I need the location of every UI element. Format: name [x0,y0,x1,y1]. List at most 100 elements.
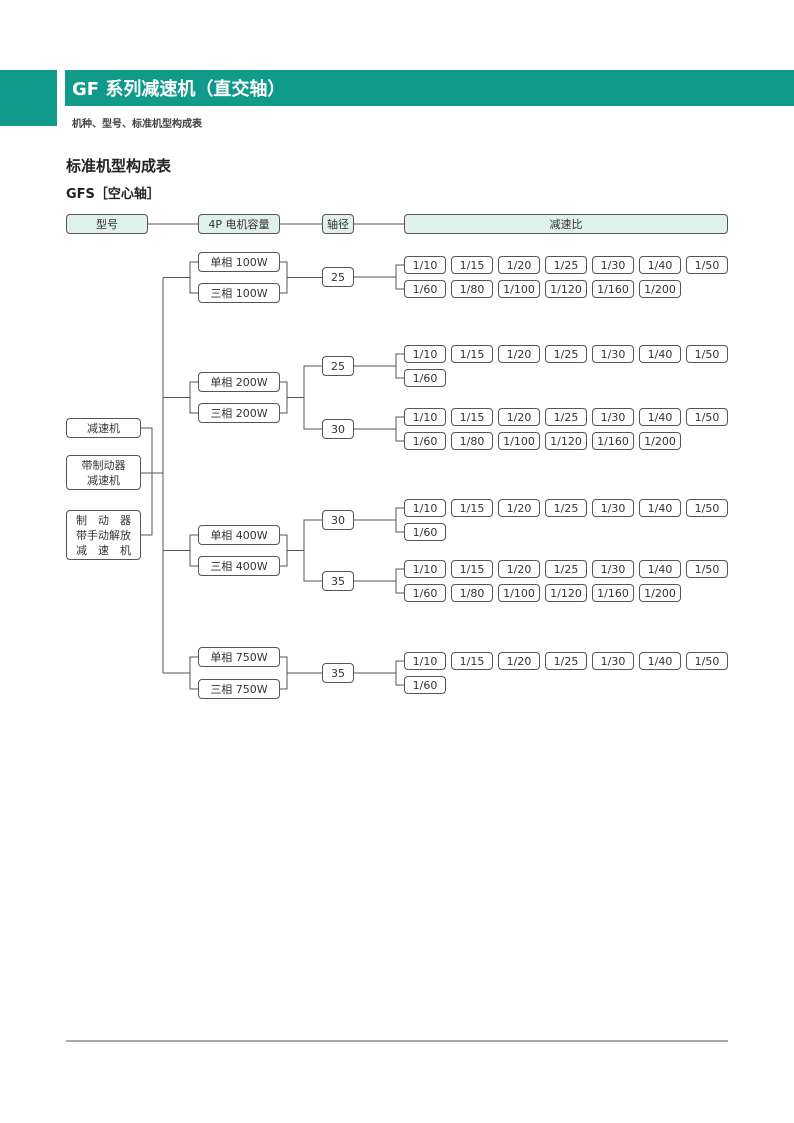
ratio-box: 1/40 [639,408,681,426]
section-heading: 标准机型构成表 [66,157,172,175]
ratio-box: 1/30 [592,345,634,363]
connector-line [280,381,288,414]
shaft-size-box: 25 [322,356,354,376]
column-header: 轴径 [322,214,354,234]
ratio-box: 1/120 [545,280,587,298]
ratio-box: 1/60 [404,432,446,450]
ratio-box: 1/200 [639,584,681,602]
ratio-box: 1/30 [592,652,634,670]
ratio-box: 1/20 [498,652,540,670]
ratio-box: 1/15 [451,256,493,274]
ratio-box: 1/200 [639,432,681,450]
ratio-box: 1/15 [451,345,493,363]
ratio-box: 1/40 [639,652,681,670]
connector-line [189,381,198,414]
ratio-box: 1/80 [451,432,493,450]
connector-line [395,416,404,442]
title-bar [65,70,794,106]
ratio-box: 1/50 [686,652,728,670]
connector-line [189,534,198,567]
ratio-box: 1/40 [639,560,681,578]
ratio-box: 1/50 [686,499,728,517]
ratio-box: 1/30 [592,256,634,274]
ratio-box: 1/40 [639,345,681,363]
column-header: 4P 电机容量 [198,214,280,234]
ratio-box: 1/20 [498,408,540,426]
connector-line [280,534,288,567]
ratio-box: 1/120 [545,432,587,450]
ratio-box: 1/60 [404,369,446,387]
motor-capacity-box: 三相 100W [198,283,280,303]
motor-capacity-box: 单相 400W [198,525,280,545]
ratio-box: 1/20 [498,256,540,274]
ratio-box: 1/30 [592,499,634,517]
connector-line [189,656,198,690]
ratio-box: 1/80 [451,584,493,602]
connector-line [141,427,153,536]
column-header: 型号 [66,214,148,234]
ratio-box: 1/20 [498,345,540,363]
shaft-size-box: 35 [322,571,354,591]
ratio-box: 1/50 [686,345,728,363]
ratio-box: 1/25 [545,652,587,670]
page-subtitle: 机种、型号、标准机型构成表 [72,119,202,130]
ratio-box: 1/50 [686,256,728,274]
connector-line [280,261,288,294]
connector-line [395,353,404,379]
ratio-box: 1/10 [404,408,446,426]
ratio-box: 1/100 [498,584,540,602]
motor-capacity-box: 三相 750W [198,679,280,699]
ratio-box: 1/25 [545,560,587,578]
motor-capacity-box: 单相 750W [198,647,280,667]
ratio-box: 1/15 [451,499,493,517]
column-header: 减速比 [404,214,728,234]
motor-capacity-box: 单相 100W [198,252,280,272]
shaft-size-box: 30 [322,510,354,530]
ratio-box: 1/25 [545,499,587,517]
machine-type-box: 带制动器减速机 [66,455,141,490]
section-subheading: GFS［空心轴］ [66,187,160,202]
shaft-size-box: 30 [322,419,354,439]
ratio-box: 1/20 [498,560,540,578]
ratio-box: 1/25 [545,345,587,363]
machine-type-box: 制 动 器带手动解放减 速 机 [66,510,141,560]
ratio-box: 1/10 [404,652,446,670]
ratio-box: 1/50 [686,560,728,578]
connector-line [395,264,404,290]
header-accent-block [0,70,57,126]
ratio-box: 1/10 [404,560,446,578]
ratio-box: 1/160 [592,280,634,298]
motor-capacity-box: 三相 400W [198,556,280,576]
ratio-box: 1/200 [639,280,681,298]
connector-line [395,507,404,533]
ratio-box: 1/10 [404,256,446,274]
ratio-box: 1/30 [592,408,634,426]
ratio-box: 1/25 [545,256,587,274]
ratio-box: 1/100 [498,432,540,450]
ratio-box: 1/40 [639,256,681,274]
ratio-box: 1/20 [498,499,540,517]
ratio-box: 1/50 [686,408,728,426]
ratio-box: 1/60 [404,523,446,541]
ratio-box: 1/15 [451,560,493,578]
ratio-box: 1/15 [451,652,493,670]
motor-capacity-box: 三相 200W [198,403,280,423]
connector-line [189,261,198,294]
connector-line [280,656,288,690]
ratio-box: 1/15 [451,408,493,426]
machine-type-box: 减速机 [66,418,141,438]
connector-line [395,568,404,594]
ratio-box: 1/40 [639,499,681,517]
connector-line [303,365,322,430]
connector-line [395,660,404,686]
ratio-box: 1/10 [404,345,446,363]
ratio-box: 1/80 [451,280,493,298]
ratio-box: 1/160 [592,432,634,450]
motor-capacity-box: 单相 200W [198,372,280,392]
ratio-box: 1/120 [545,584,587,602]
shaft-size-box: 35 [322,663,354,683]
ratio-box: 1/160 [592,584,634,602]
connector-line [303,519,322,582]
